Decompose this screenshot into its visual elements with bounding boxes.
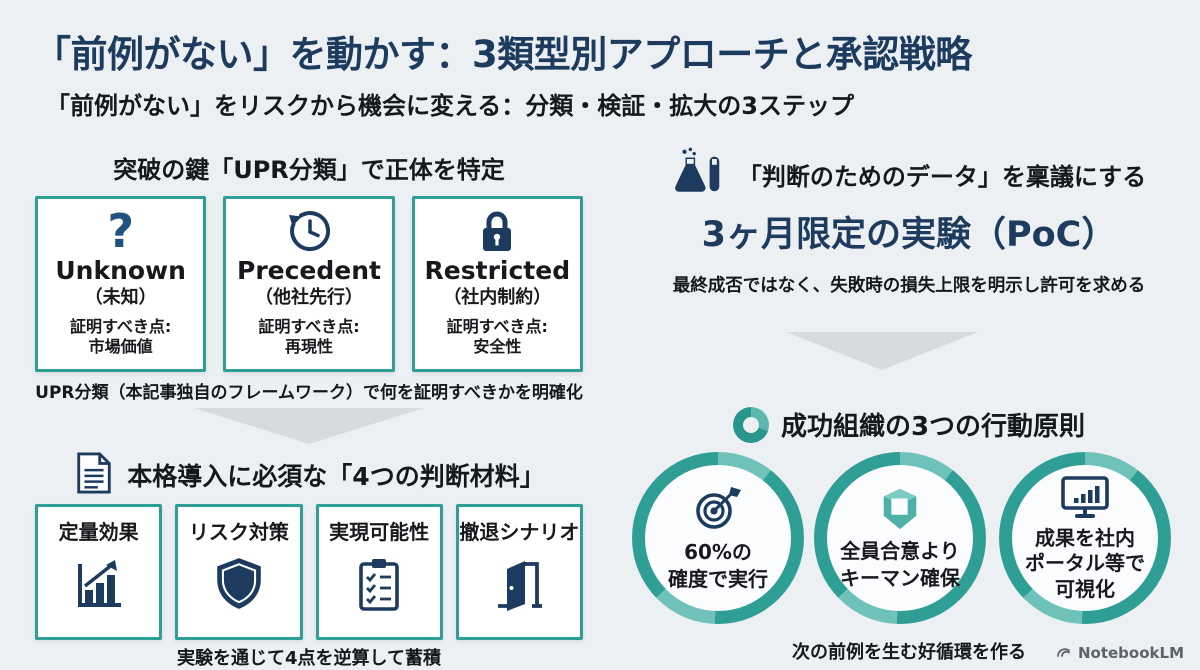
principle-label-line: 成果を社内 [1035,525,1135,550]
history-icon [226,207,391,255]
upr-card-name: Unknown [55,256,186,285]
upr-card-name: Precedent [237,256,381,285]
upr-prove-label: 証明すべき点: [446,317,548,337]
upr-card-name-ja: （他社先行） [254,286,363,308]
question-icon: ? [107,204,134,258]
document-icon [73,450,115,500]
upr-card-unknown: ? Unknown （未知） 証明すべき点: 市場価値 [35,196,207,372]
bar-chart-icon [38,545,159,623]
down-arrow-right [786,332,978,370]
watermark-label: NotebookLM [1077,644,1184,662]
upr-card-name: Restricted [424,256,571,285]
upr-card-name-ja: （社内制約） [443,286,552,308]
target-icon [693,485,743,537]
principle-circle-execute: 60%の 確度で実行 [632,452,804,624]
flask-icon [672,146,726,202]
principles-heading-row: 成功組織の3つの行動原則 [618,406,1200,443]
material-card-label: リスク対策 [188,520,289,544]
upr-prove-value: 再現性 [284,337,333,357]
principle-label-line: キーマン確保 [840,566,960,590]
left-column: 突破の鍵「UPR分類」で正体を特定 ? Unknown （未知） 証明すべき点:… [0,156,618,669]
upr-section-heading: 突破の鍵「UPR分類」で正体を特定 [113,156,505,184]
checklist-icon [319,545,440,623]
materials-card-row: 定量効果 リスク対策 [35,504,583,640]
principle-label-line: 可視化 [1055,576,1115,601]
upr-prove-label: 証明すべき点: [258,317,360,337]
down-arrow-left [194,408,424,444]
material-card-label: 実現可能性 [329,520,430,544]
upr-card-restricted: Restricted （社内制約） 証明すべき点: 安全性 [411,196,583,372]
principle-circle-visualize: 成果を社内 ポータル等で 可視化 [999,452,1171,624]
principle-label-line: 全員合意より [840,538,960,563]
right-column: 「判断のためのデータ」を稟議にする 3ヶ月限定の実験（PoC） 最終成否ではなく… [618,0,1200,670]
poc-title: 3ヶ月限定の実験（PoC） [701,215,1117,255]
materials-section-heading: 本格導入に必須な「4つの判断材料」 [127,462,545,491]
upr-card-precedent: Precedent （他社先行） 証明すべき点: 再現性 [223,196,395,372]
ring-icon [732,406,769,443]
poc-heading: 「判断のためのデータ」を稟議にする [737,162,1147,191]
notebooklm-logo-icon [1056,644,1073,662]
upr-prove-label: 証明すべき点: [70,317,172,337]
notebooklm-watermark: NotebookLM [1056,644,1184,662]
upr-prove-value: 市場価値 [88,337,153,357]
lock-icon [415,207,580,255]
page-title: 「前例がない」を動かす：3類型別アプローチと承認戦略 [34,33,972,76]
material-card-risk: リスク対策 [175,504,303,640]
principle-label-line: ポータル等で [1025,551,1145,576]
shield-icon [178,545,299,623]
cube-icon [877,486,923,536]
material-card-quantitative: 定量効果 [35,504,163,640]
principle-label-line: 確度で実行 [668,567,768,591]
principles-caption: 次の前例を生む好循環を作る [792,642,1026,663]
principle-label-line: 60%の [684,539,752,564]
principle-circle-keyman: 全員合意より キーマン確保 [814,452,986,624]
poc-caption: 最終成否ではなく、失敗時の損失上限を明示し許可を求める [672,276,1146,296]
upr-card-row: ? Unknown （未知） 証明すべき点: 市場価値 Pre [35,196,583,372]
materials-section-heading-row: 本格導入に必須な「4つの判断材料」 [0,450,618,500]
principles-heading: 成功組織の3つの行動原則 [780,412,1086,442]
upr-prove-value: 安全性 [473,337,522,357]
material-card-label: 撤退シナリオ [459,520,580,544]
material-card-feasibility: 実現可能性 [315,504,443,640]
upr-card-name-ja: （未知） [84,286,157,308]
materials-caption: 実験を通じて4点を逆算して蓄積 [177,648,441,669]
page-subtitle: 「前例がない」をリスクから機会に変える：分類・検証・拡大の3ステップ [46,92,854,120]
poc-heading-row: 「判断のためのデータ」を稟議にする [618,146,1200,202]
upr-caption: UPR分類（本記事独自のフレームワーク）で何を証明すべきかを明確化 [35,383,583,403]
material-card-label: 定量効果 [58,520,139,544]
door-icon [459,545,580,623]
material-card-exit: 撤退シナリオ [455,504,583,640]
monitor-chart-icon [1059,475,1111,525]
